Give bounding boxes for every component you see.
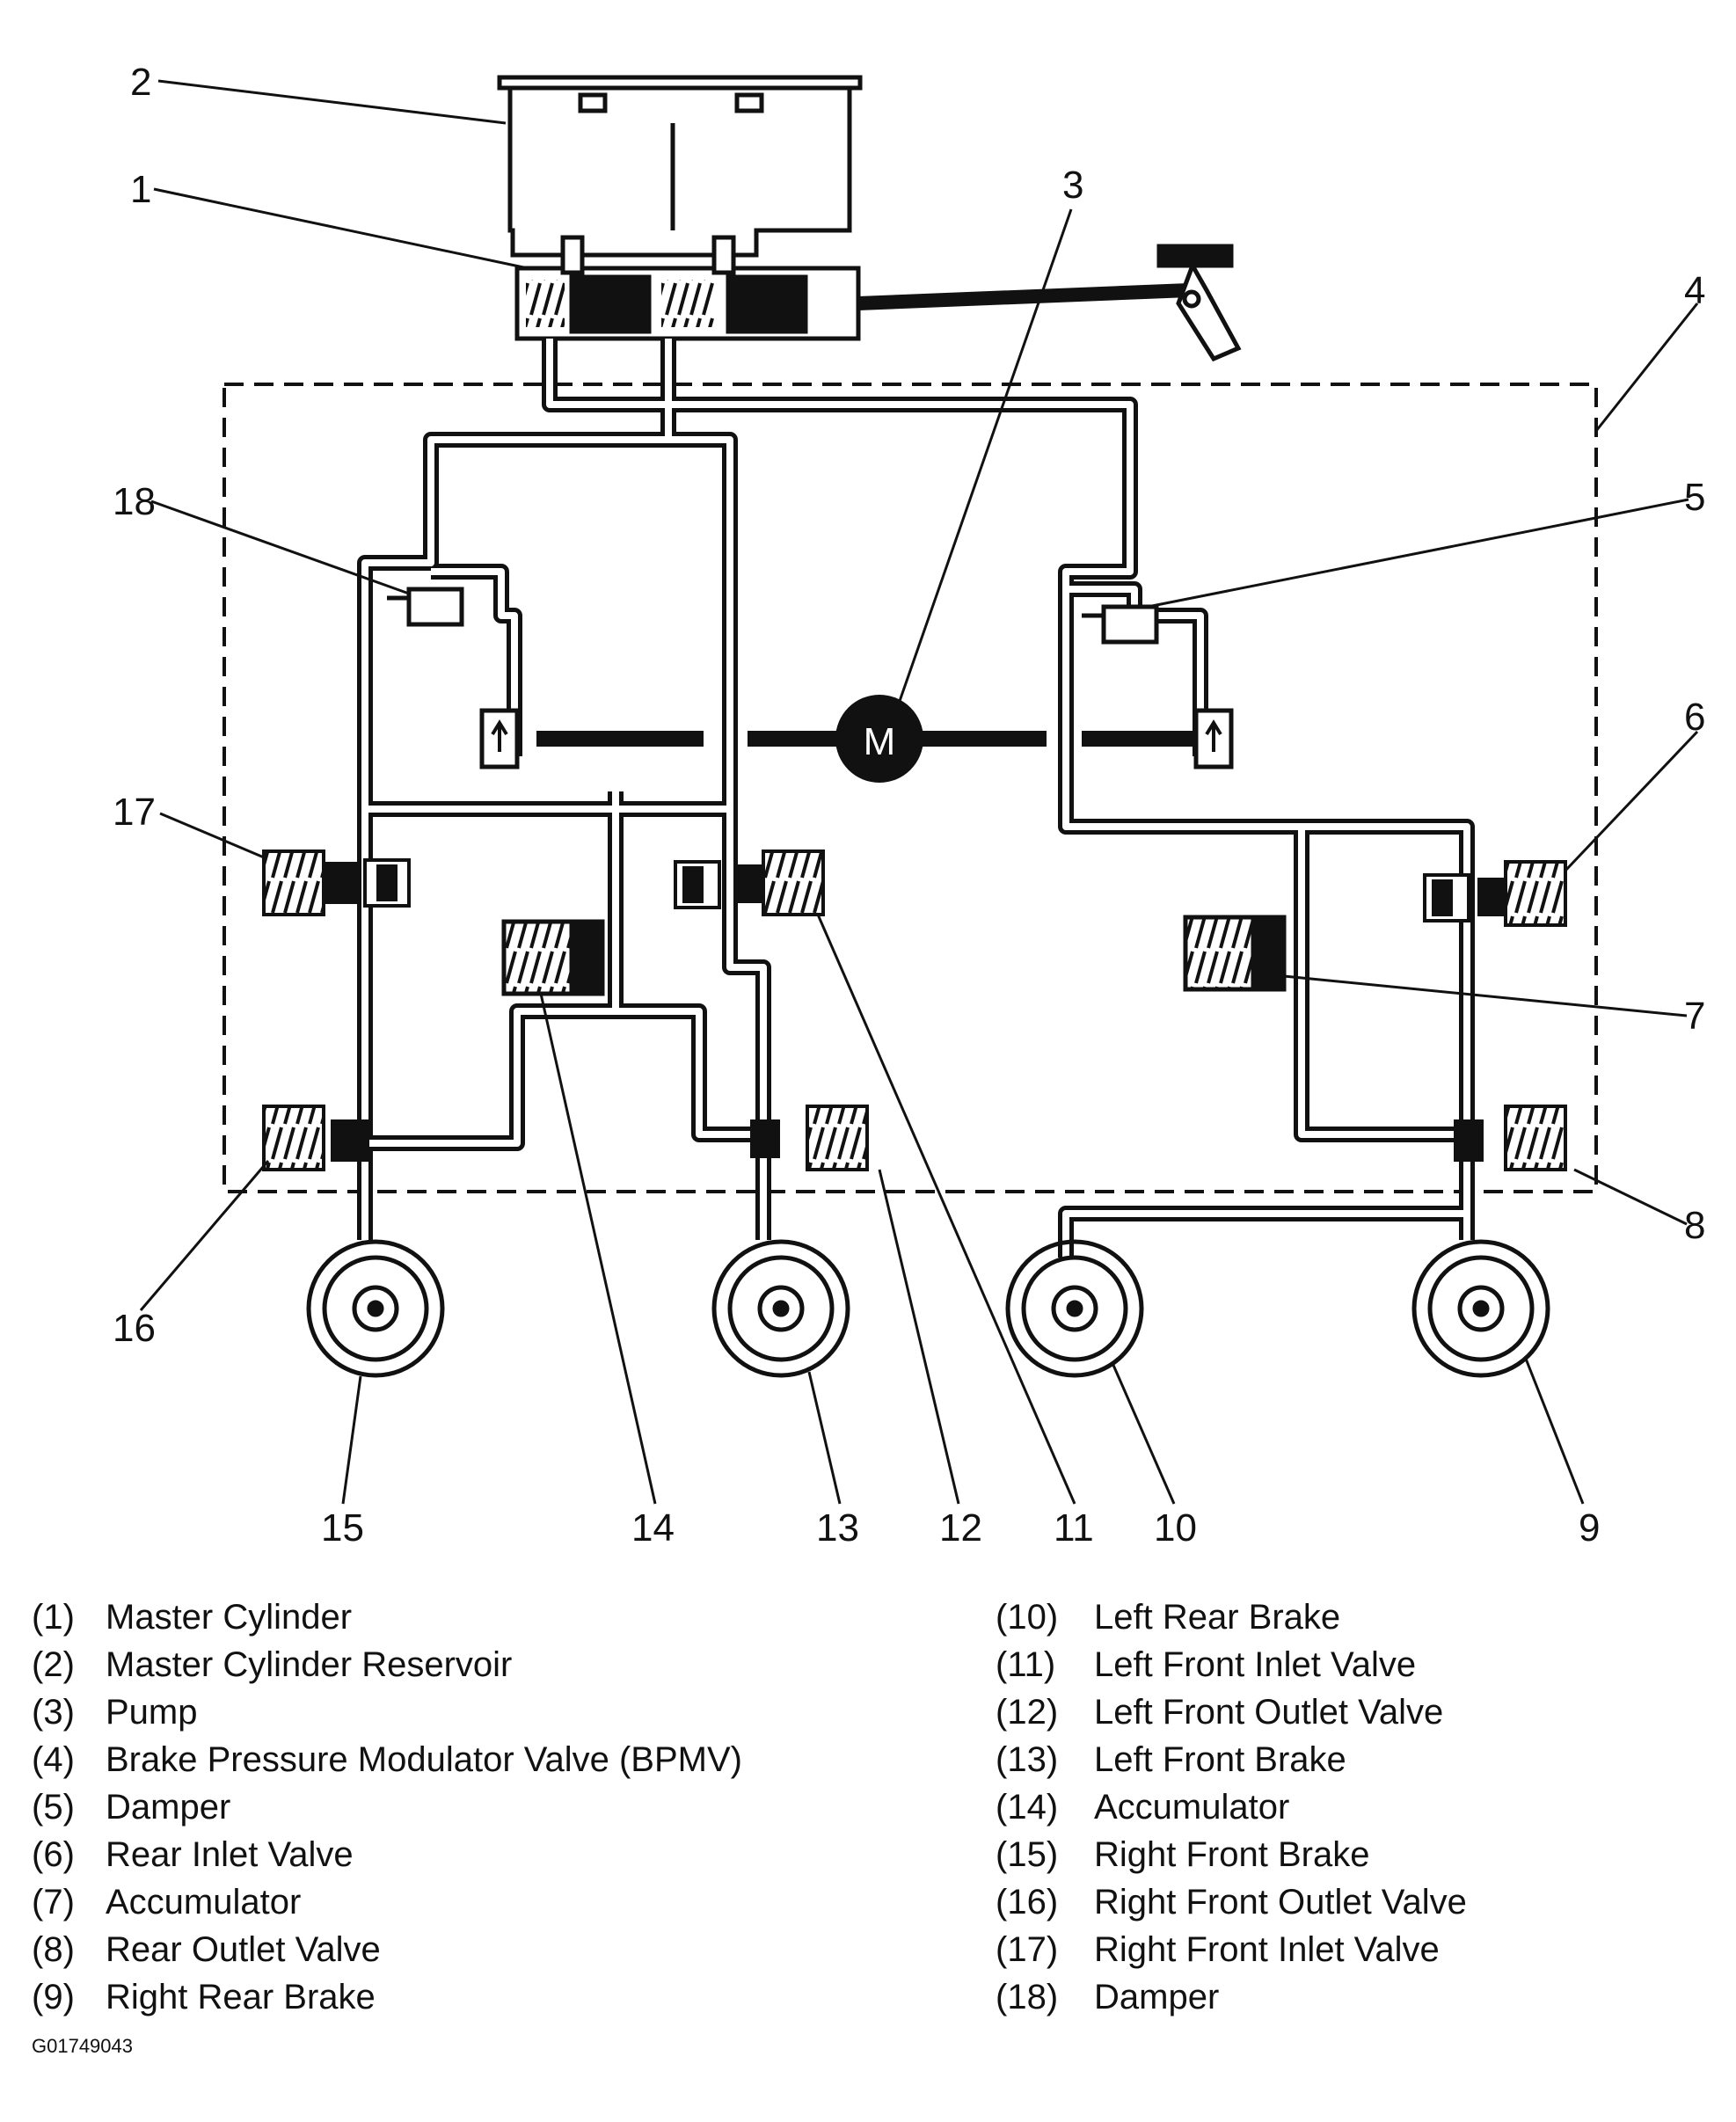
valve-6 xyxy=(1423,860,1567,927)
master-cylinder xyxy=(514,235,1190,341)
legend-item: (18)Damper xyxy=(996,1978,1220,2016)
callout-10: 10 xyxy=(1154,1506,1197,1548)
valve-16 xyxy=(262,1105,369,1171)
master-cylinder-reservoir xyxy=(497,75,863,258)
legend-item: (7)Accumulator xyxy=(32,1883,302,1921)
callout-1: 1 xyxy=(130,168,151,211)
damper-5 xyxy=(1082,604,1159,645)
legend-item: (5)Damper xyxy=(32,1788,231,1827)
abs-hydraulic-diagram: M xyxy=(113,61,1705,1548)
bpmv-boundary xyxy=(222,383,1598,1193)
brake-15 xyxy=(306,1239,445,1378)
callout-13: 13 xyxy=(816,1506,859,1548)
legend-right: (10)Left Rear Brake (11)Left Front Inlet… xyxy=(996,1593,1467,2021)
legend-item: (17)Right Front Inlet Valve xyxy=(996,1930,1440,1969)
callout-8: 8 xyxy=(1684,1204,1705,1247)
legend-item: (11)Left Front Inlet Valve xyxy=(996,1645,1417,1684)
damper-18 xyxy=(387,587,464,627)
callout-11: 11 xyxy=(1054,1506,1094,1548)
legend-item: (6)Rear Inlet Valve xyxy=(32,1835,354,1874)
valve-17 xyxy=(262,850,411,916)
valve-11 xyxy=(674,850,825,916)
brake-10 xyxy=(1005,1239,1144,1378)
brake-13 xyxy=(711,1239,850,1378)
legend-item: (16)Right Front Outlet Valve xyxy=(996,1883,1467,1921)
accumulator-14 xyxy=(501,919,605,996)
pump-motor: M xyxy=(479,695,1234,783)
callout-12: 12 xyxy=(939,1506,982,1548)
motor-label: M xyxy=(864,720,896,763)
hydraulic-lines xyxy=(357,339,1475,1258)
accumulator-7 xyxy=(1183,915,1287,992)
legend-item: (13)Left Front Brake xyxy=(996,1740,1346,1779)
callout-6: 6 xyxy=(1684,696,1705,739)
valve-8 xyxy=(1454,1105,1567,1171)
callout-7: 7 xyxy=(1684,995,1705,1038)
legend-item: (15)Right Front Brake xyxy=(996,1835,1370,1874)
callout-17: 17 xyxy=(113,791,156,834)
callout-4: 4 xyxy=(1684,269,1705,312)
legend-item: (9)Right Rear Brake xyxy=(32,1978,376,2016)
legend-left: (1)Master Cylinder (2)Master Cylinder Re… xyxy=(32,1593,742,2021)
legend-item: (14)Accumulator xyxy=(996,1788,1290,1827)
legend-item: (8)Rear Outlet Valve xyxy=(32,1930,381,1969)
legend-item: (12)Left Front Outlet Valve xyxy=(996,1693,1444,1732)
leader-lines xyxy=(139,79,1699,1505)
legend-item: (3)Pump xyxy=(32,1693,198,1732)
callout-3: 3 xyxy=(1062,164,1083,207)
valve-12 xyxy=(750,1105,869,1171)
callout-14: 14 xyxy=(631,1506,675,1548)
legend-item: (4)Brake Pressure Modulator Valve (BPMV) xyxy=(32,1740,742,1779)
callout-5: 5 xyxy=(1684,476,1705,519)
legend-item: (2)Master Cylinder Reservoir xyxy=(32,1645,513,1684)
callout-labels: 1 2 3 4 5 6 7 8 9 10 11 12 13 14 15 16 1… xyxy=(113,61,1705,1548)
callout-9: 9 xyxy=(1579,1506,1600,1548)
callout-15: 15 xyxy=(321,1506,364,1548)
legend-item: (10)Left Rear Brake xyxy=(996,1598,1341,1637)
brake-9 xyxy=(1411,1239,1550,1378)
callout-16: 16 xyxy=(113,1307,156,1350)
figure-code: G01749043 xyxy=(32,2035,133,2057)
legend-item: (1)Master Cylinder xyxy=(32,1598,353,1637)
callout-18: 18 xyxy=(113,480,156,523)
callout-2: 2 xyxy=(130,61,151,104)
brake-pedal xyxy=(1156,244,1242,362)
